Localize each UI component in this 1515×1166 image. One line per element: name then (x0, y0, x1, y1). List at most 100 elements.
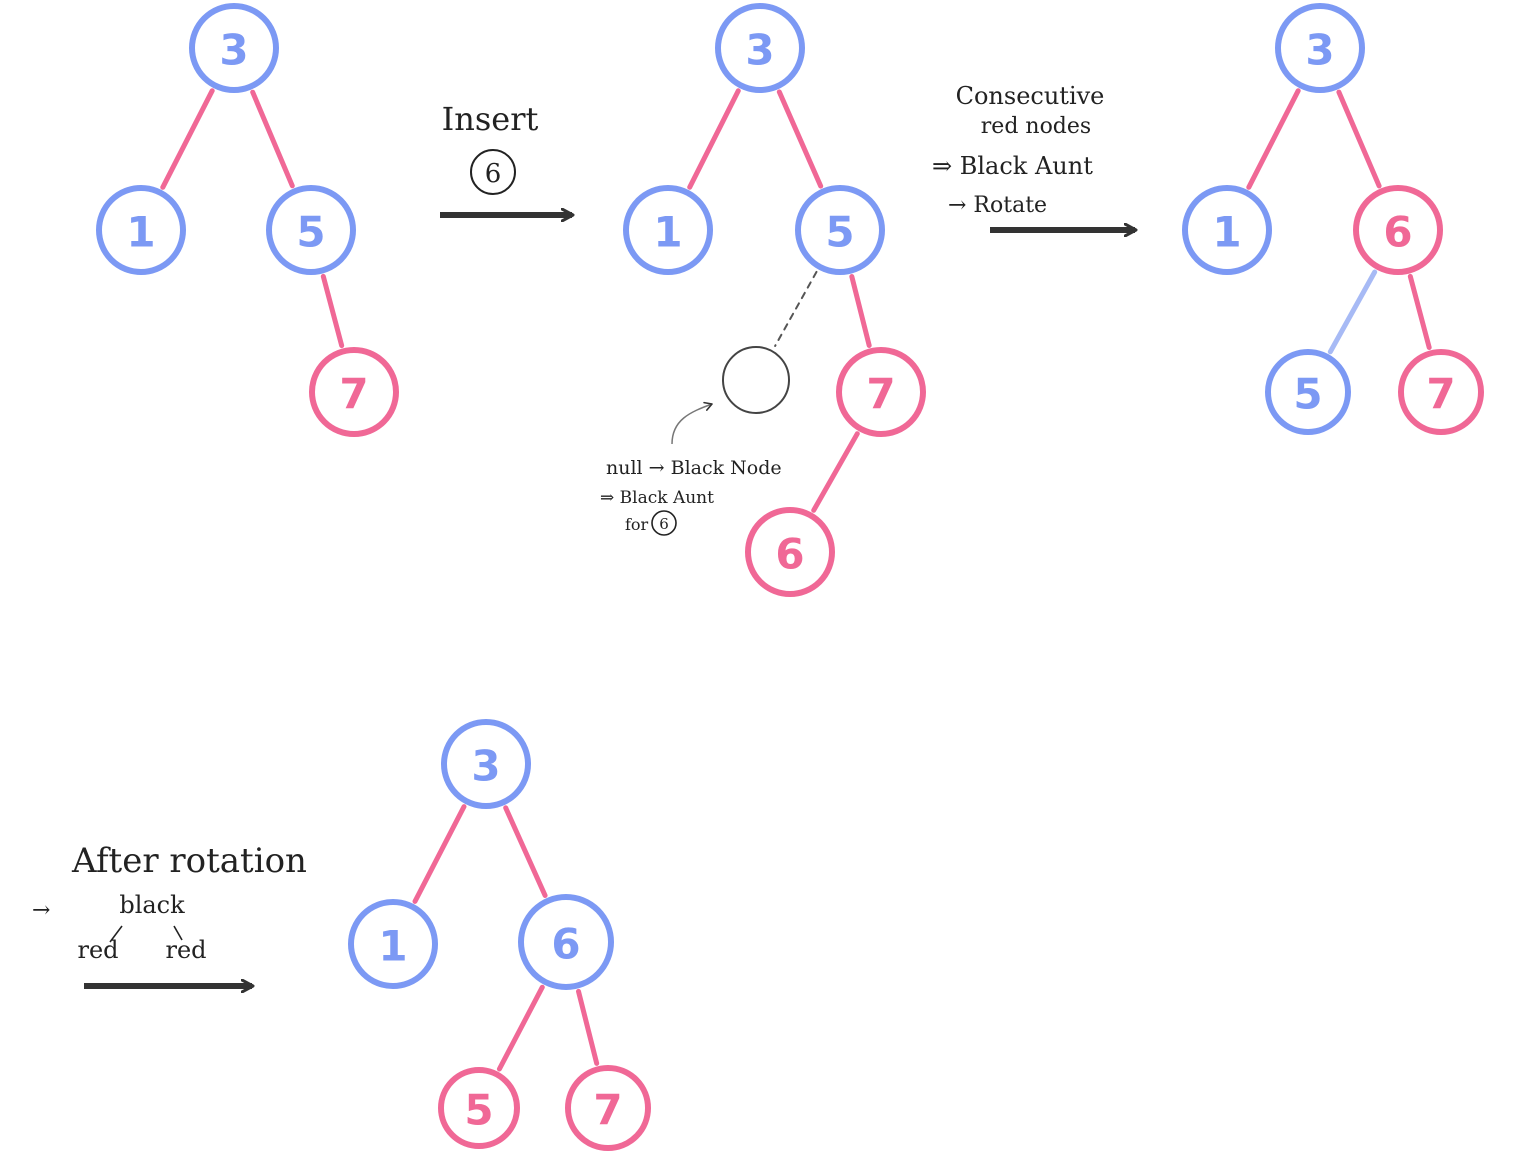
node-label: 7 (339, 370, 368, 419)
node-circle (795, 185, 885, 275)
tree-edge (774, 270, 818, 347)
after-insert-tree: 3 1 5 7 6 (623, 3, 926, 597)
tree-edge (160, 88, 215, 190)
null-note-value: 6 (659, 515, 669, 533)
node-circle (1398, 349, 1484, 435)
null-note-line1: null → Black Node (606, 457, 782, 479)
after-note-left-branch (109, 925, 123, 943)
tree-node-3: 3 (189, 3, 279, 93)
node-label: 5 (1293, 370, 1322, 419)
after-note-right: red (165, 936, 206, 964)
tree-edge (503, 805, 548, 898)
node-label: 1 (126, 208, 155, 257)
node-circle (441, 719, 531, 809)
tree-edge (576, 988, 600, 1066)
node-label: 5 (464, 1086, 493, 1135)
rotate-note-line4: → Rotate (948, 193, 1047, 218)
tree-edge (1327, 269, 1378, 355)
tree-node-7: 7 (309, 347, 399, 437)
node-label: 7 (866, 370, 895, 419)
node-circle (715, 3, 805, 93)
tree-node-5: 5 (266, 185, 356, 275)
node-circle (1353, 185, 1443, 275)
node-label: 7 (1426, 370, 1455, 419)
tree-edge (1246, 88, 1301, 190)
node-circle (1182, 185, 1272, 275)
rotate-note-line2: red nodes (981, 114, 1091, 139)
node-circle (309, 347, 399, 437)
tree-node-5: 5 (438, 1067, 520, 1149)
node-label: 6 (551, 920, 580, 969)
tree-edge (849, 274, 872, 348)
null-note-arrow (671, 401, 713, 445)
node-circle (1275, 3, 1365, 93)
tree-edge (811, 431, 860, 513)
tree-node-7: 7 (1398, 349, 1484, 435)
null-note-line2: ⇒ Black Aunt (600, 488, 714, 508)
node-circle (1265, 349, 1351, 435)
tree-edge (1336, 89, 1382, 189)
node-circle (348, 899, 438, 989)
insert-label: Insert (442, 100, 539, 138)
after-note-top: black (119, 891, 185, 919)
tree-node-1: 1 (348, 899, 438, 989)
tree-edge (250, 89, 295, 189)
rotated-tree: 3 1 6 5 7 (1182, 3, 1484, 435)
node-label: 3 (471, 742, 500, 791)
tree-node-5: 5 (1265, 349, 1351, 435)
initial-tree: 3 1 5 7 (96, 3, 399, 437)
tree-edge (1407, 273, 1432, 350)
insert-annotation: Insert 6 (440, 100, 572, 215)
after-rotation-annotation: After rotation → black red red (32, 841, 307, 986)
node-circle (518, 894, 614, 990)
node-circle (623, 185, 713, 275)
node-circle (745, 507, 835, 597)
tree-node-1: 1 (623, 185, 713, 275)
node-circle (565, 1065, 651, 1151)
insert-value: 6 (485, 159, 502, 189)
node-label: 6 (775, 530, 804, 579)
tree-node-6: 6 (1353, 185, 1443, 275)
node-label: 6 (1383, 208, 1412, 257)
tree-edge (687, 88, 741, 190)
null-node-note: null → Black Node ⇒ Black Aunt for 6 (600, 401, 782, 536)
node-label: 7 (593, 1086, 622, 1135)
node-label: 3 (219, 26, 248, 75)
node-label: 1 (378, 922, 407, 971)
tree-edge (320, 273, 345, 349)
node-label: 1 (653, 208, 682, 257)
tree-node-7: 7 (836, 347, 926, 437)
tree-edge (496, 984, 545, 1072)
insert-value-circle (470, 149, 516, 195)
tree-node-1: 1 (1182, 185, 1272, 275)
rotate-note-line3: ⇒ Black Aunt (932, 152, 1093, 180)
node-circle (96, 185, 186, 275)
node-label: 3 (745, 26, 774, 75)
rotate-annotation: Consecutive red nodes ⇒ Black Aunt → Rot… (932, 82, 1135, 230)
tree-node-5: 5 (795, 185, 885, 275)
tree-edge (776, 89, 824, 189)
node-circle (836, 347, 926, 437)
tree-edge (412, 804, 467, 904)
tree-node-3: 3 (441, 719, 531, 809)
after-note-left: red (77, 936, 118, 964)
tree-node-7: 7 (565, 1065, 651, 1151)
null-note-line3-prefix: for (625, 515, 649, 534)
tree-node-6: 6 (518, 894, 614, 990)
after-note-line1: After rotation (71, 841, 307, 881)
tree-node-6: 6 (745, 507, 835, 597)
node-label: 3 (1305, 26, 1334, 75)
null-leaf-node (722, 346, 790, 414)
node-circle (722, 346, 790, 414)
tree-node-3: 3 (1275, 3, 1365, 93)
node-circle (266, 185, 356, 275)
node-label: 1 (1212, 208, 1241, 257)
after-note-arrow: → (32, 898, 50, 923)
recolored-tree: 3 1 6 5 7 (348, 719, 651, 1151)
after-note-right-branch (173, 925, 183, 941)
node-circle (438, 1067, 520, 1149)
node-label: 5 (296, 208, 325, 257)
tree-node-1: 1 (96, 185, 186, 275)
null-note-value-circle (651, 510, 677, 536)
